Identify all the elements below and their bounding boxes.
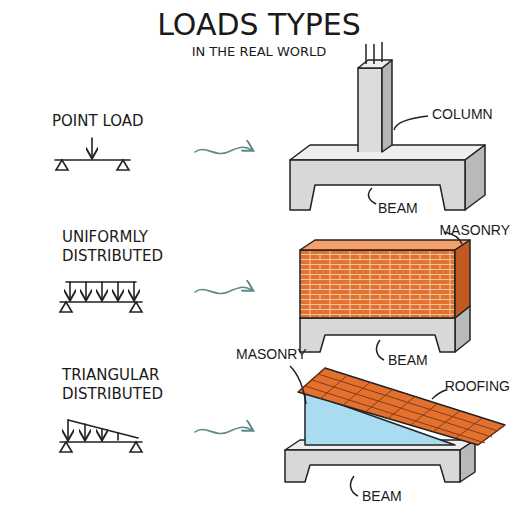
part-label: ROOFING bbox=[445, 378, 510, 396]
part-label: MASONRY bbox=[439, 222, 510, 240]
load-symbols bbox=[55, 138, 142, 452]
part-label: BEAM bbox=[388, 352, 428, 370]
load-type-label: TRIANGULAR DISTRIBUTED bbox=[62, 366, 182, 404]
part-label: MASONRY bbox=[236, 346, 307, 364]
load-type-label: UNIFORMLY DISTRIBUTED bbox=[62, 228, 182, 266]
subtitle: IN THE REAL WORLD bbox=[2, 44, 514, 60]
part-label: BEAM bbox=[378, 200, 418, 218]
column-beam bbox=[290, 42, 485, 210]
part-label: BEAM bbox=[362, 488, 402, 506]
title: LOADS TYPES bbox=[2, 6, 514, 44]
masonry-beam bbox=[300, 232, 470, 360]
pointer-arrows bbox=[195, 147, 252, 433]
load-type-label: POINT LOAD bbox=[52, 112, 144, 131]
part-label: COLUMN bbox=[432, 106, 493, 124]
